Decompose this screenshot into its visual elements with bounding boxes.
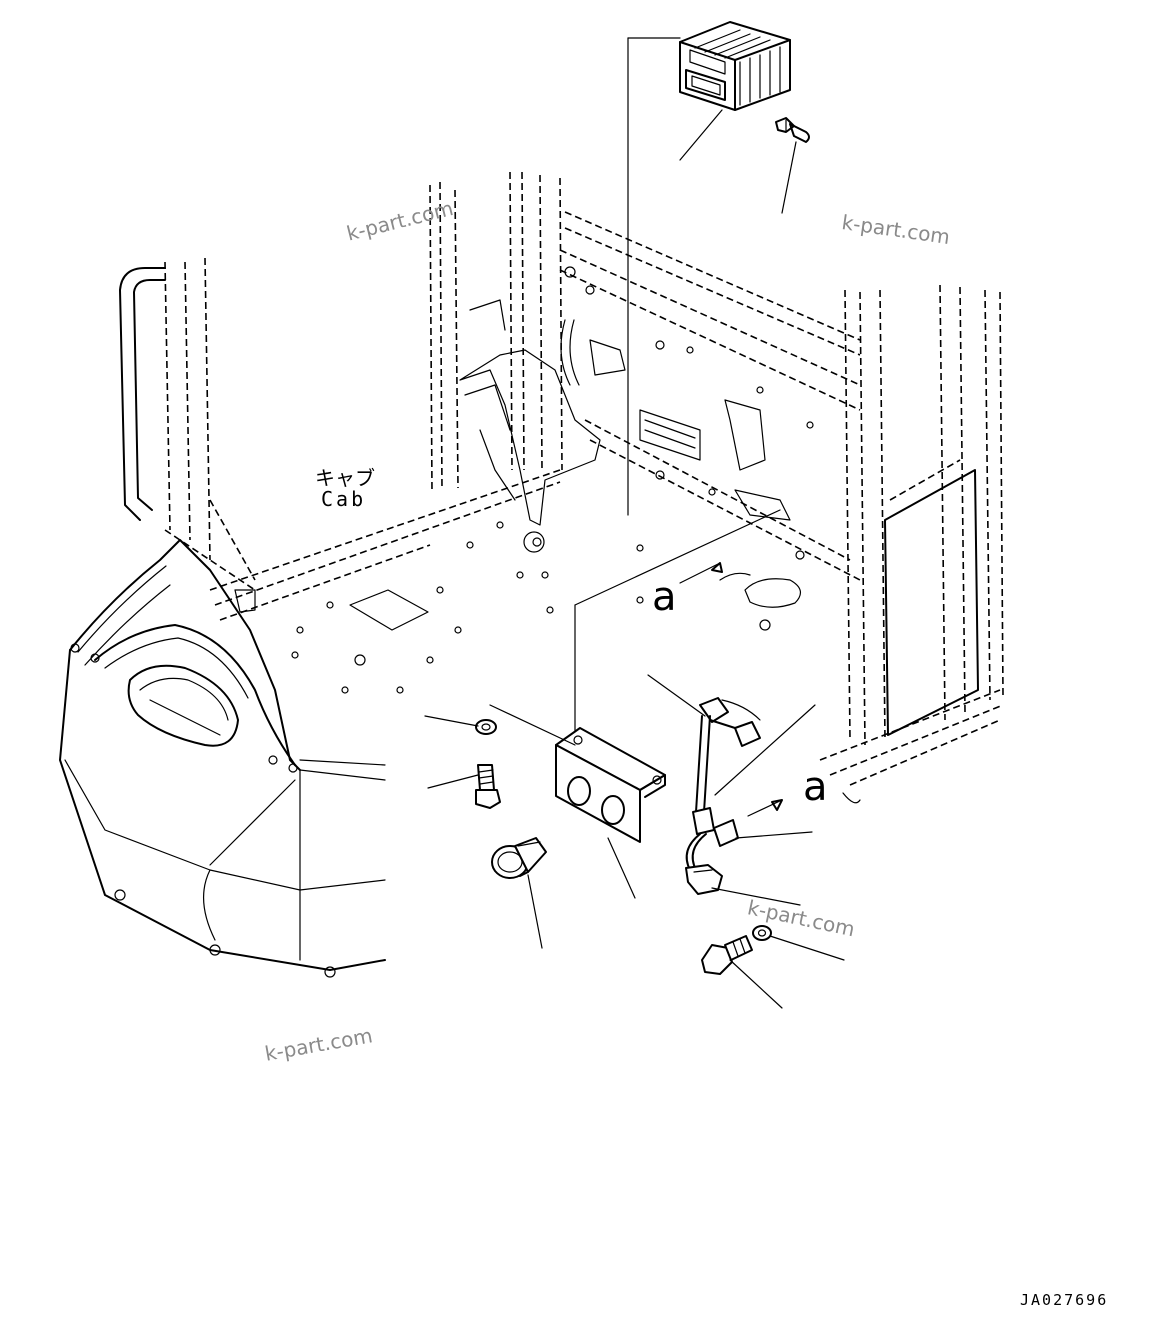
cab-frame (119, 171, 1004, 786)
drawing-number: JA027696 (1020, 1291, 1109, 1309)
cab-label-jp: キャブ (315, 466, 375, 490)
power-socket (491, 837, 547, 879)
view-a-label-top: a (652, 574, 677, 620)
screw-top (775, 117, 810, 143)
view-a-label-right: a (803, 764, 828, 810)
cab-label-en: Cab (321, 487, 367, 511)
leader-lines (424, 37, 861, 1009)
washer-left (475, 719, 497, 735)
rear-structure (459, 266, 814, 526)
bolt-left (475, 764, 501, 809)
control-unit (679, 21, 791, 111)
side-console (59, 499, 386, 978)
washer-right (752, 925, 772, 941)
wire-harness (685, 697, 761, 895)
socket-bracket (555, 727, 666, 843)
bolt-right (701, 935, 753, 975)
floor-holes (291, 521, 805, 694)
